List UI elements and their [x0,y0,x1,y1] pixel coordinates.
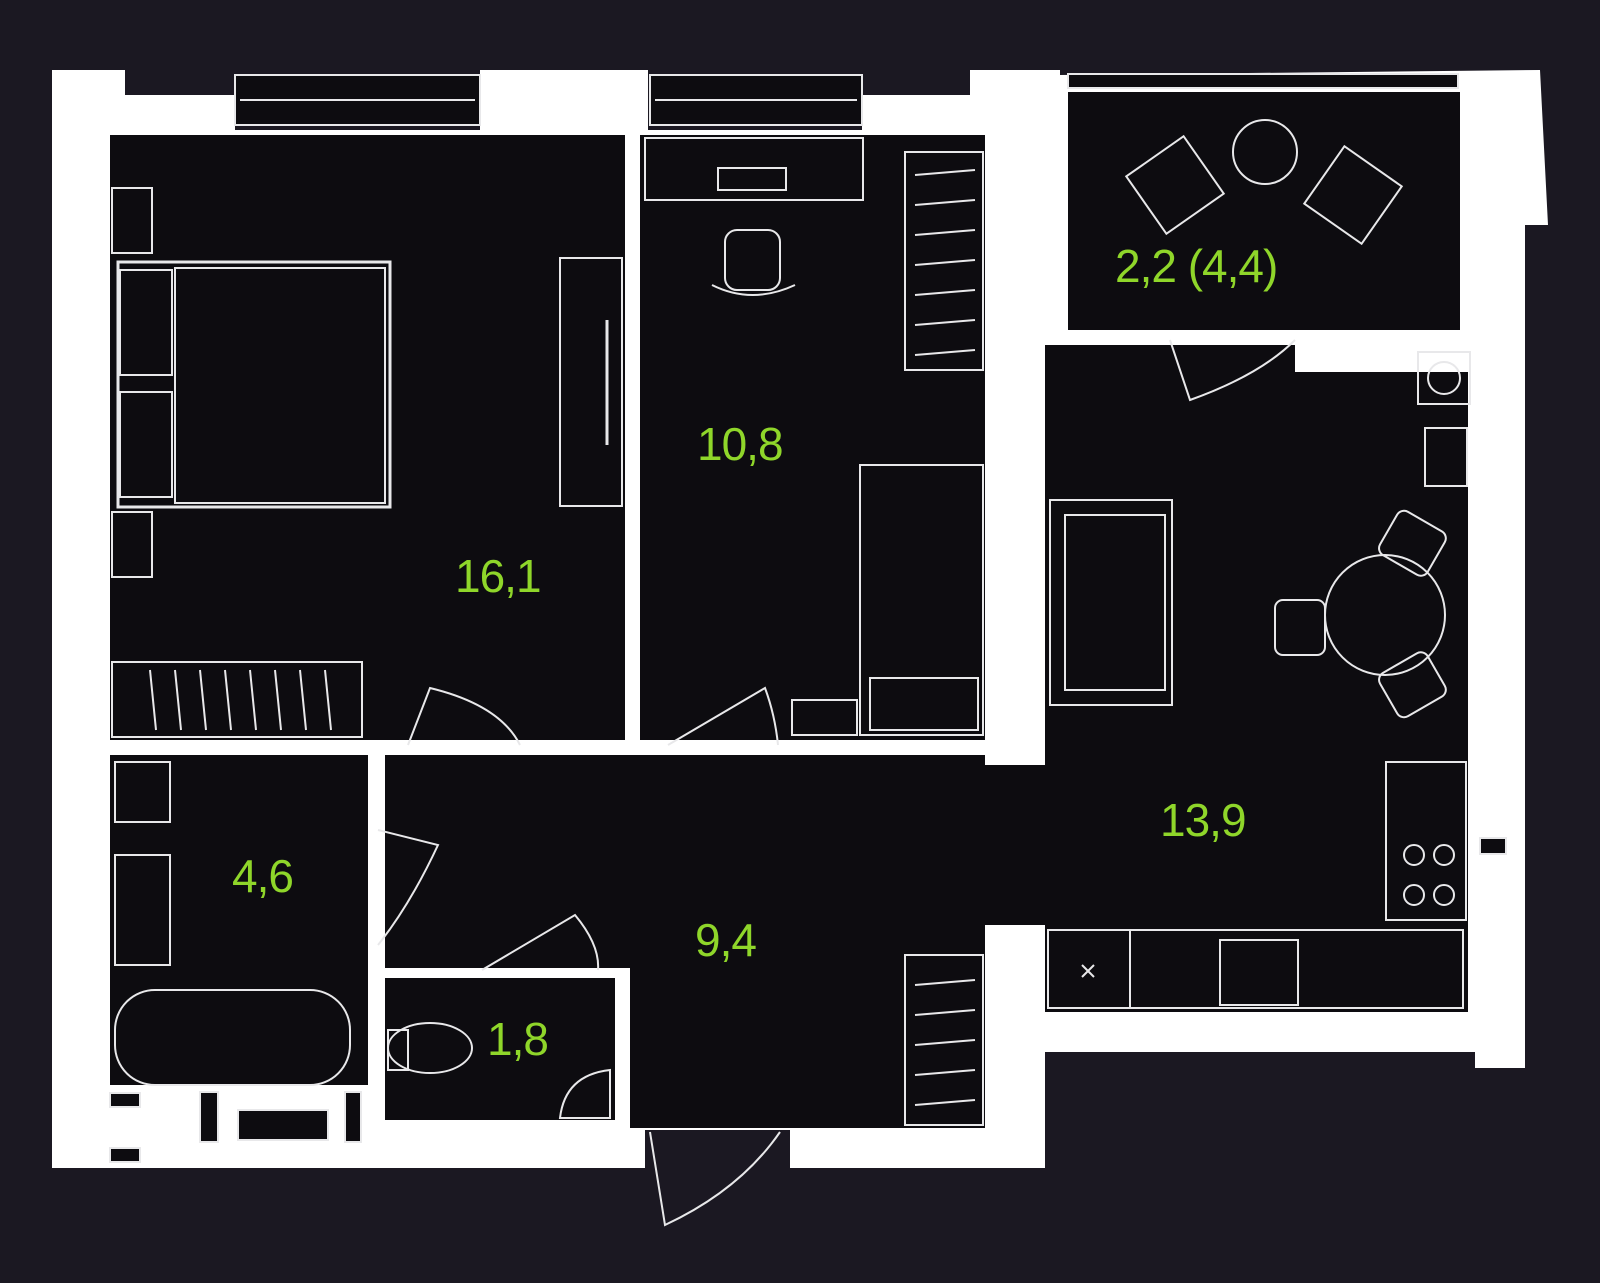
area-label-balcony: 2,2 (4,4) [1115,240,1277,292]
doors [377,339,1296,1227]
room-bathroom [110,755,368,1085]
room-hallway [385,755,985,1128]
furniture [111,119,1471,1126]
room-kitchen-living [985,345,1468,1012]
room-balcony [1068,92,1460,330]
area-label-hallway: 9,4 [695,914,756,966]
area-label-study: 10,8 [697,418,783,470]
room-study [640,135,985,740]
room-toilet [385,978,615,1120]
area-label-bathroom: 4,6 [232,850,293,902]
windows [109,73,1507,1163]
rooms [110,92,1468,1128]
area-label-toilet: 1,8 [487,1013,548,1065]
room-bedroom [110,135,625,740]
area-label-kitchen-living: 13,9 [1160,794,1246,846]
area-labels: 16,1 10,8 2,2 (4,4) 13,9 4,6 9,4 1,8 [232,240,1278,1065]
area-label-bedroom: 16,1 [455,550,541,602]
